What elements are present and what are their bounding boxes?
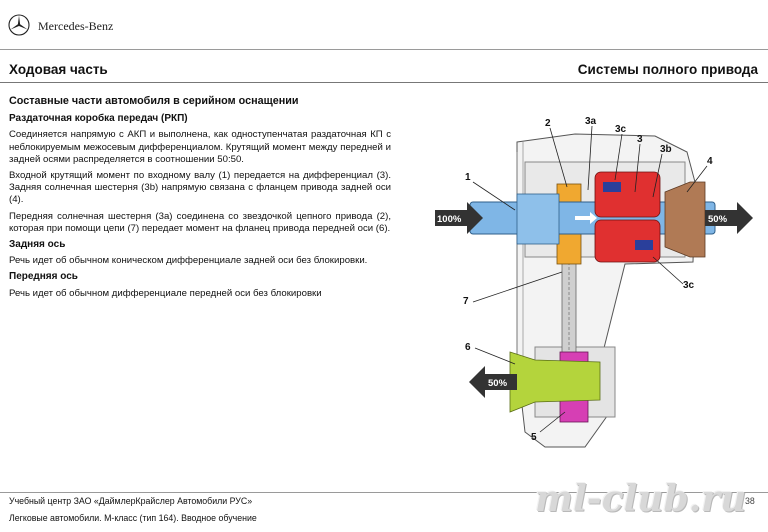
callout-1: 1 — [465, 172, 471, 183]
brand-name: Mercedes-Benz — [38, 19, 114, 33]
callout-2: 2 — [545, 118, 551, 129]
input-torque-arrow — [435, 202, 483, 234]
rear-output-flange — [664, 181, 706, 258]
center-differential — [594, 171, 661, 263]
callout-3a: 3a — [585, 116, 597, 127]
mercedes-star-logo — [8, 14, 30, 36]
callout-3c-bottom: 3c — [683, 280, 695, 291]
subheading-rear-axle: Задняя ось — [9, 239, 66, 251]
subheading-front-axle: Передняя ось — [9, 271, 78, 283]
footer-course: Легковые автомобили. М-класс (тип 164). … — [9, 513, 257, 523]
torque-flow-arrows — [435, 202, 753, 398]
front-output-percent: 50% — [488, 378, 508, 389]
paragraph-transfer-1: Соединяется напрямую с АКП и выполнена, … — [9, 129, 391, 165]
callout-3b: 3b — [660, 144, 672, 155]
paragraph-transfer-2: Входной крутящий момент по входному валу… — [9, 170, 391, 206]
callout-5: 5 — [531, 432, 537, 443]
text-column: Составные части автомобиля в серийном ос… — [9, 95, 391, 304]
footer-org: Учебный центр ЗАО «ДаймлерКрайслер Автом… — [9, 496, 253, 506]
callout-4: 4 — [707, 156, 713, 167]
watermark: ml-club.ru — [535, 478, 747, 520]
front-output-flange — [509, 351, 601, 413]
content-heading: Составные части автомобиля в серийном ос… — [9, 95, 299, 107]
input-shaft-hub — [516, 193, 560, 245]
transfer-case-diagram: 100% 50% 50% 1 2 3a 3c 3 3b 4 7 3c 6 5 — [435, 116, 753, 448]
section-divider — [0, 82, 768, 83]
rear-output-percent: 50% — [708, 214, 728, 225]
footer-divider — [0, 492, 768, 493]
paragraph-transfer-3: Передняя солнечная шестерня (3a) соедине… — [9, 210, 391, 234]
subheading-transfer-case: Раздаточная коробка передач (РКП) — [9, 113, 188, 125]
front-output-arrow — [469, 366, 517, 398]
input-torque-percent: 100% — [437, 214, 462, 225]
callout-6: 6 — [465, 342, 471, 353]
section-title-right: Системы полного привода — [577, 62, 758, 77]
callout-leader-lines — [472, 125, 708, 433]
section-title-left: Ходовая часть — [9, 62, 108, 77]
page-number: 38 — [745, 496, 755, 506]
callout-3c-top: 3c — [615, 124, 627, 135]
paragraph-rear-axle: Речь идет об обычном коническом дифферен… — [9, 255, 368, 267]
rear-output-arrow — [705, 202, 753, 234]
header-divider — [0, 49, 768, 50]
callout-7: 7 — [463, 296, 469, 307]
callout-3: 3 — [637, 134, 643, 145]
paragraph-front-axle: Речь идет об обычном дифференциале перед… — [9, 287, 322, 299]
